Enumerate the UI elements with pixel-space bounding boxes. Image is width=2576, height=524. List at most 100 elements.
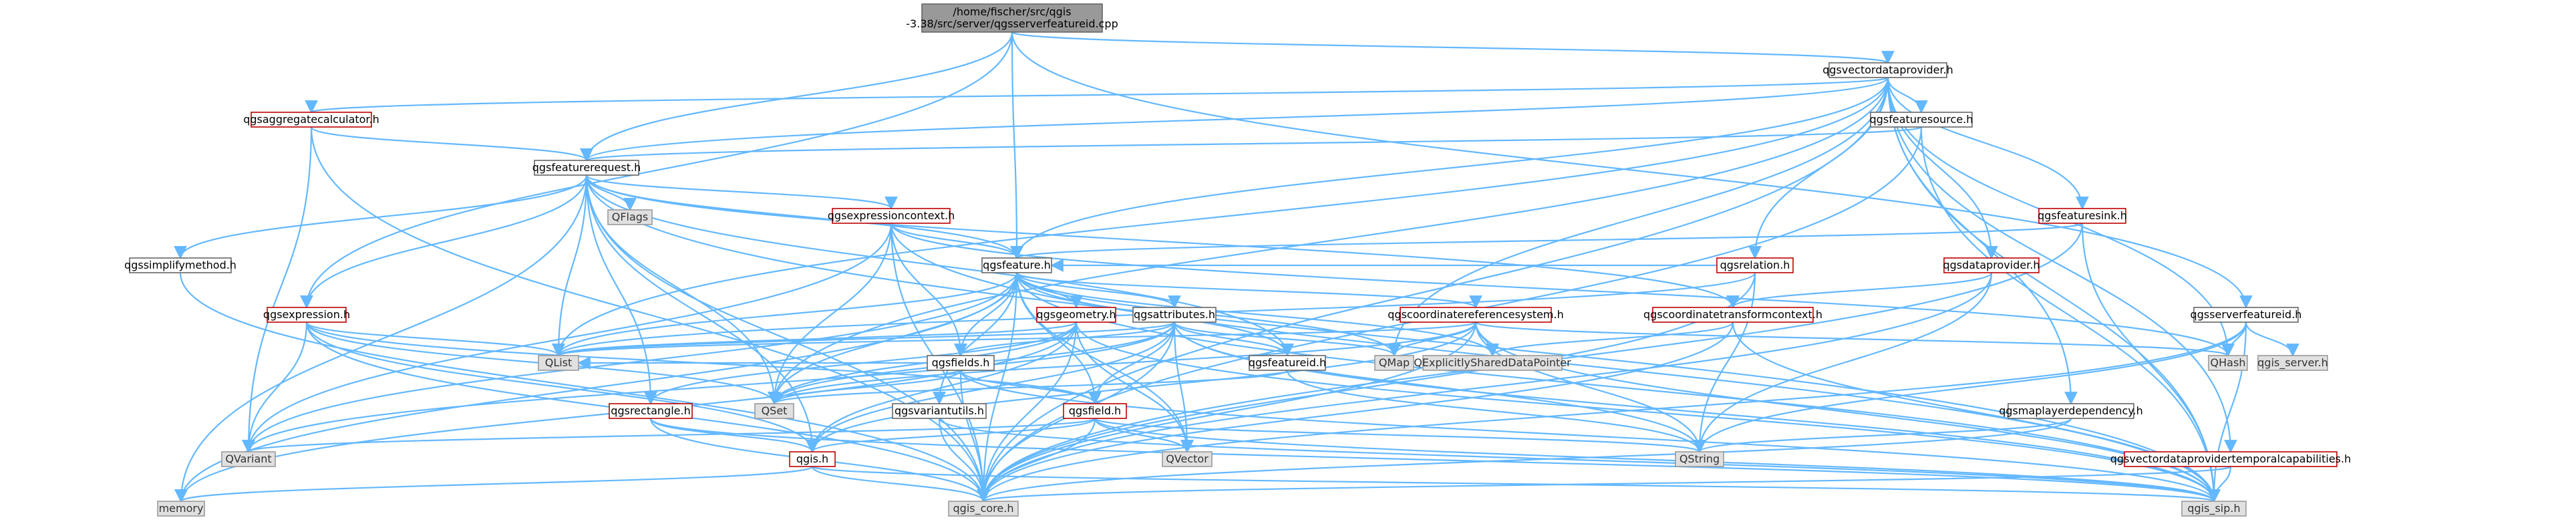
node-qvector-label: QVector xyxy=(1166,452,1209,465)
edge-attributes-to-qstring xyxy=(1173,321,1706,453)
node-aggcalc[interactable]: qgsaggregatecalculator.h xyxy=(243,112,379,128)
node-featureid[interactable]: qgsfeatureid.h xyxy=(1249,355,1326,371)
edge-feature-to-core xyxy=(977,272,1018,503)
node-featsink[interactable]: qgsfeaturesink.h xyxy=(2038,208,2127,224)
edge-feature-to-qlist xyxy=(552,272,1018,357)
node-expression[interactable]: qgsexpression.h xyxy=(263,307,350,323)
node-memory-box xyxy=(157,501,205,517)
edge-root-to-sfid xyxy=(1011,31,2253,309)
node-geometry-label: qgsgeometry.h xyxy=(1036,308,1116,321)
edge-exprctx-to-qhash xyxy=(890,223,2235,357)
edge-geometry-to-qvector xyxy=(1075,321,1194,453)
node-featsource-box xyxy=(1870,112,1973,128)
node-attributes[interactable]: qgsattributes.h xyxy=(1132,307,1217,323)
node-sfid[interactable]: qgsserverfeatureid.h xyxy=(2191,307,2302,323)
node-root-label: -3.38/src/server/qgsserverfeatureid.cpp xyxy=(906,17,1118,30)
node-fields-label: qgsfields.h xyxy=(932,356,990,369)
edge-field-to-qgis xyxy=(806,417,1096,453)
node-relation[interactable]: qgsrelation.h xyxy=(1716,257,1794,273)
node-qhash: QHash xyxy=(2208,355,2248,371)
node-feature-label: qgsfeature.h xyxy=(983,259,1051,271)
node-feature-box xyxy=(981,257,1052,273)
edge-feature-to-attributes xyxy=(1015,272,1181,309)
edge-crs-to-qhash xyxy=(1474,321,2235,357)
edge-attributes-to-qvariant xyxy=(242,321,1176,453)
node-vdp-label: qgsvectordataprovider.h xyxy=(1822,63,1953,76)
node-root[interactable]: /home/fischer/src/qgis-3.38/src/server/q… xyxy=(906,3,1118,33)
node-simplify[interactable]: qgssimplifymethod.h xyxy=(124,257,236,273)
node-fields-box xyxy=(927,355,995,371)
node-vdp-box xyxy=(1828,62,1947,78)
node-qvector: QVector xyxy=(1162,451,1213,467)
edge-vdp-to-qmap xyxy=(1388,77,1889,357)
edge-attributes-to-qvector xyxy=(1173,321,1194,453)
node-ctctx-box xyxy=(1652,307,1814,323)
edge-root-to-vdp xyxy=(1011,31,1894,64)
node-rect[interactable]: qgsrectangle.h xyxy=(609,403,693,419)
edge-sfid-to-sip xyxy=(2207,321,2247,503)
node-exprctx[interactable]: qgsexpressioncontext.h xyxy=(828,208,955,224)
node-qset: QSet xyxy=(754,403,794,419)
edge-sfid-to-core xyxy=(977,321,2247,503)
node-root-label: /home/fischer/src/qgis xyxy=(953,5,1071,18)
node-geometry-box xyxy=(1036,307,1116,323)
node-exprctx-box xyxy=(832,208,951,224)
edge-field-to-sip xyxy=(1094,418,2221,503)
node-featureid-label: qgsfeatureid.h xyxy=(1249,356,1326,369)
edge-mld-to-core xyxy=(977,418,2072,503)
edge-rect-to-sip xyxy=(649,418,2221,503)
edge-sfid-to-qstring xyxy=(1693,321,2247,453)
edge-featreq-to-ctctx xyxy=(585,174,1740,309)
edge-varutils-to-core xyxy=(938,418,990,503)
node-qgsserver-box xyxy=(2257,355,2328,371)
node-crs[interactable]: qgscoordinatereferencesystem.h xyxy=(1388,307,1564,323)
edge-feature-to-crs xyxy=(1015,271,1482,309)
node-qstring-label: QString xyxy=(1679,452,1720,465)
node-dataprov[interactable]: qgsdataprovider.h xyxy=(1943,257,2040,273)
node-varutils-label: qgsvariantutils.h xyxy=(895,404,984,417)
node-relation-label: qgsrelation.h xyxy=(1720,259,1790,271)
node-vdp[interactable]: qgsvectordataprovider.h xyxy=(1822,62,1953,78)
node-featsource[interactable]: qgsfeaturesource.h xyxy=(1870,112,1973,128)
edge-fields-to-qset xyxy=(768,370,962,405)
node-attributes-box xyxy=(1132,307,1217,323)
node-qmap-box xyxy=(1374,355,1414,371)
node-sfid-label: qgsserverfeatureid.h xyxy=(2191,308,2302,321)
node-relation-box xyxy=(1716,257,1794,273)
node-qflags-label: QFlags xyxy=(612,211,649,223)
node-varutils[interactable]: qgsvariantutils.h xyxy=(892,403,987,419)
node-mld[interactable]: qgsmaplayerdependency.h xyxy=(1999,403,2143,419)
node-crs-label: qgscoordinatereferencesystem.h xyxy=(1388,308,1563,321)
node-feature[interactable]: qgsfeature.h xyxy=(981,257,1052,273)
node-qesdp-box xyxy=(1422,355,1563,371)
edge-expression-to-qgis xyxy=(305,321,819,453)
node-layer: /home/fischer/src/qgis-3.38/src/server/q… xyxy=(124,3,2351,517)
node-fields[interactable]: qgsfields.h xyxy=(927,355,995,371)
edge-vdptc-to-core xyxy=(977,465,2232,503)
edge-vdp-to-featreq xyxy=(580,77,1889,162)
edge-ctctx-to-sip xyxy=(1732,321,2221,503)
node-geometry[interactable]: qgsgeometry.h xyxy=(1036,307,1116,323)
edge-crs-to-qgis xyxy=(806,321,1477,453)
edge-featreq-to-exprctx xyxy=(585,174,898,210)
edge-mld-to-qstring xyxy=(1693,417,2072,453)
node-ctctx[interactable]: qgscoordinatetransformcontext.h xyxy=(1643,307,1822,323)
node-featureid-box xyxy=(1249,355,1326,371)
edge-featreq-to-core xyxy=(585,174,990,503)
node-mld-label: qgsmaplayerdependency.h xyxy=(1999,404,2143,417)
node-vdptc[interactable]: qgsvectordataprovidertemporalcapabilitie… xyxy=(2110,451,2351,467)
node-qlist-label: QList xyxy=(545,356,573,369)
node-featreq[interactable]: qgsfeaturerequest.h xyxy=(532,160,641,176)
edge-exprctx-to-fields xyxy=(890,223,967,357)
edge-root-to-expression xyxy=(300,31,1013,309)
node-ctctx-label: qgscoordinatetransformcontext.h xyxy=(1643,308,1822,321)
node-qgis[interactable]: qgis.h xyxy=(789,451,836,467)
node-featsink-label: qgsfeaturesink.h xyxy=(2038,209,2127,222)
edge-field-to-qvariant xyxy=(243,417,1096,453)
edge-ctctx-to-qesdp xyxy=(1486,321,1734,357)
node-field[interactable]: qgsfield.h xyxy=(1063,403,1127,419)
node-featsink-box xyxy=(2038,208,2126,224)
edge-feature-to-qesdp xyxy=(1015,272,1499,357)
edge-featreq-to-expression xyxy=(300,174,588,309)
